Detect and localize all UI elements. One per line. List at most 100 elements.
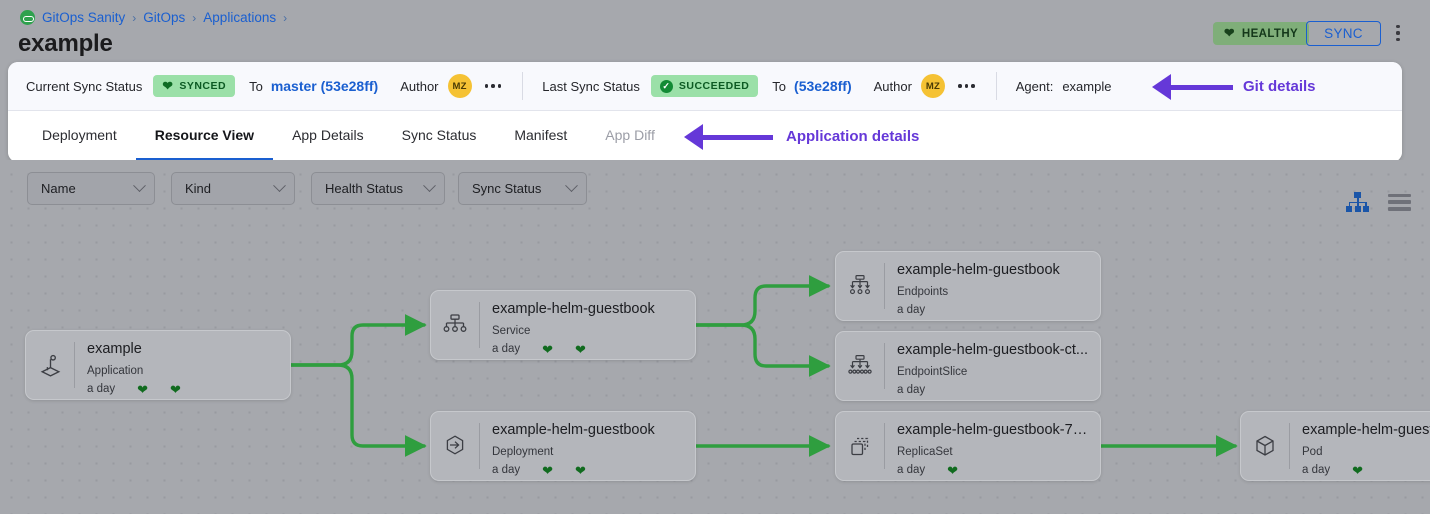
health-heart-icon: ❤ xyxy=(542,341,554,357)
filter-kind-label: Kind xyxy=(185,181,212,196)
health-heart-icon: ❤ xyxy=(137,381,149,397)
view-toggle-group xyxy=(1346,192,1411,212)
node-body: example-helm-guestbook-ct... EndpointSli… xyxy=(885,332,1100,400)
node-age: a day xyxy=(87,383,116,396)
heart-icon: ❤ xyxy=(162,78,174,93)
graph-node-service[interactable]: example-helm-guestbook Service a day ❤ ❤ xyxy=(430,290,696,360)
node-age: a day xyxy=(492,464,521,477)
arrow-head-icon xyxy=(1152,74,1171,100)
graph-node-application[interactable]: example Application a day ❤ ❤ xyxy=(25,330,291,400)
current-sync-status-pill-label: SYNCED xyxy=(179,80,227,92)
breadcrumb: GitOps Sanity › GitOps › Applications › xyxy=(20,10,287,25)
filter-health-status-label: Health Status xyxy=(325,181,404,196)
chevron-down-icon xyxy=(133,179,146,193)
agent-value: example xyxy=(1062,78,1112,94)
node-meta: a day ❤ xyxy=(897,464,1090,477)
sync-heart-icon: ❤ xyxy=(170,381,181,397)
node-meta: a day ❤ ❤ xyxy=(492,343,685,356)
divider xyxy=(74,342,75,388)
breadcrumb-separator-icon: › xyxy=(132,10,137,25)
sync-heart-icon: ❤ xyxy=(575,341,586,357)
last-to-label: To xyxy=(772,78,787,94)
deployment-icon xyxy=(431,412,479,480)
list-view-icon[interactable] xyxy=(1388,193,1411,211)
filter-sync-status-label: Sync Status xyxy=(472,181,542,196)
divider xyxy=(479,302,480,348)
filter-name-dropdown[interactable]: Name xyxy=(27,172,155,205)
tab-label: App Details xyxy=(292,126,364,143)
application-details-annotation-arrow xyxy=(684,124,773,150)
node-name: example-helm-guestbook-74... xyxy=(896,423,1090,438)
node-body: example-helm-guestbook-74... ReplicaSet … xyxy=(885,412,1100,480)
node-kind: Service xyxy=(492,324,531,337)
current-sync-status-label: Current Sync Status xyxy=(26,78,143,94)
node-age: a day xyxy=(896,464,926,477)
graph-node-endpoints[interactable]: example-helm-guestbook Endpoints a day xyxy=(835,251,1101,321)
divider xyxy=(884,423,885,469)
chevron-down-icon xyxy=(273,179,286,193)
last-author-label: Author xyxy=(873,78,912,94)
pod-icon xyxy=(1241,412,1289,480)
filter-health-status-dropdown[interactable]: Health Status xyxy=(311,172,445,205)
node-meta: a day ❤ ❤ xyxy=(87,383,280,396)
divider xyxy=(522,72,524,100)
tree-view-icon[interactable] xyxy=(1346,192,1369,212)
divider xyxy=(479,423,480,469)
agent-label: Agent: xyxy=(1015,78,1054,94)
divider xyxy=(884,343,885,389)
sync-heart-icon: ❤ xyxy=(575,462,586,478)
more-horizontal-icon[interactable] xyxy=(484,84,502,88)
node-kind: ReplicaSet xyxy=(896,445,953,458)
health-heart-icon: ❤ xyxy=(542,462,554,478)
node-name: example-helm-guestbook xyxy=(492,423,655,438)
divider xyxy=(995,72,997,100)
tab-resource-view[interactable]: Resource View xyxy=(135,111,274,161)
chevron-down-icon xyxy=(565,179,578,193)
node-kind: Endpoints xyxy=(897,285,949,298)
heart-icon: ❤ xyxy=(1224,26,1235,41)
node-kind: Application xyxy=(87,364,144,377)
resource-graph-canvas: Name Kind Health Status Sync Status xyxy=(0,160,1430,514)
node-body: example Application a day ❤ ❤ xyxy=(75,331,290,399)
graph-node-endpointslice[interactable]: example-helm-guestbook-ct... EndpointSli… xyxy=(835,331,1101,401)
tab-app-details[interactable]: App Details xyxy=(273,111,383,161)
last-revision-link[interactable]: (53e28ff) xyxy=(794,78,852,94)
tab-app-diff[interactable]: App Diff xyxy=(586,111,674,161)
node-age: a day xyxy=(897,383,926,396)
node-meta: a day xyxy=(897,384,1090,396)
breadcrumb-separator-icon: › xyxy=(192,10,197,25)
node-kind: EndpointSlice xyxy=(897,365,968,378)
more-vertical-icon[interactable] xyxy=(1391,22,1405,44)
more-horizontal-icon[interactable] xyxy=(957,84,975,88)
filter-sync-status-dropdown[interactable]: Sync Status xyxy=(458,172,587,205)
sync-button[interactable]: SYNC xyxy=(1306,21,1381,46)
node-name: example-helm-guestbook xyxy=(492,302,655,317)
tab-deployment[interactable]: Deployment xyxy=(23,111,136,161)
tab-manifest[interactable]: Manifest xyxy=(495,111,586,161)
avatar: MZ xyxy=(920,74,945,98)
tab-sync-status[interactable]: Sync Status xyxy=(383,111,496,161)
breadcrumb-item-gitops-sanity[interactable]: GitOps Sanity xyxy=(42,10,126,25)
node-meta: a day xyxy=(897,304,1090,316)
graph-node-deployment[interactable]: example-helm-guestbook Deployment a day … xyxy=(430,411,696,481)
graph-node-pod[interactable]: example-helm-guest Pod a day ❤ xyxy=(1240,411,1430,481)
breadcrumb-item-gitops[interactable]: GitOps xyxy=(143,10,186,25)
node-age: a day xyxy=(897,303,926,316)
current-revision-link[interactable]: master (53e28ff) xyxy=(270,78,379,94)
service-icon xyxy=(431,291,479,359)
node-kind: Pod xyxy=(1302,445,1323,458)
filter-kind-dropdown[interactable]: Kind xyxy=(171,172,295,205)
git-details-annotation-label: Git details xyxy=(1243,78,1316,95)
page-title: example xyxy=(18,30,113,57)
chevron-down-icon xyxy=(423,179,436,193)
last-sync-status-pill: ✓ SUCCEEDED xyxy=(650,75,759,97)
health-heart-icon: ❤ xyxy=(947,462,959,478)
filter-name-label: Name xyxy=(41,181,76,196)
health-heart-icon: ❤ xyxy=(1352,462,1364,478)
graph-node-replicaset[interactable]: example-helm-guestbook-74... ReplicaSet … xyxy=(835,411,1101,481)
breadcrumb-item-applications[interactable]: Applications xyxy=(203,10,277,25)
endpointslice-icon xyxy=(836,332,884,400)
node-name: example-helm-guest xyxy=(1302,423,1430,438)
health-badge-label: HEALTHY xyxy=(1241,27,1299,40)
